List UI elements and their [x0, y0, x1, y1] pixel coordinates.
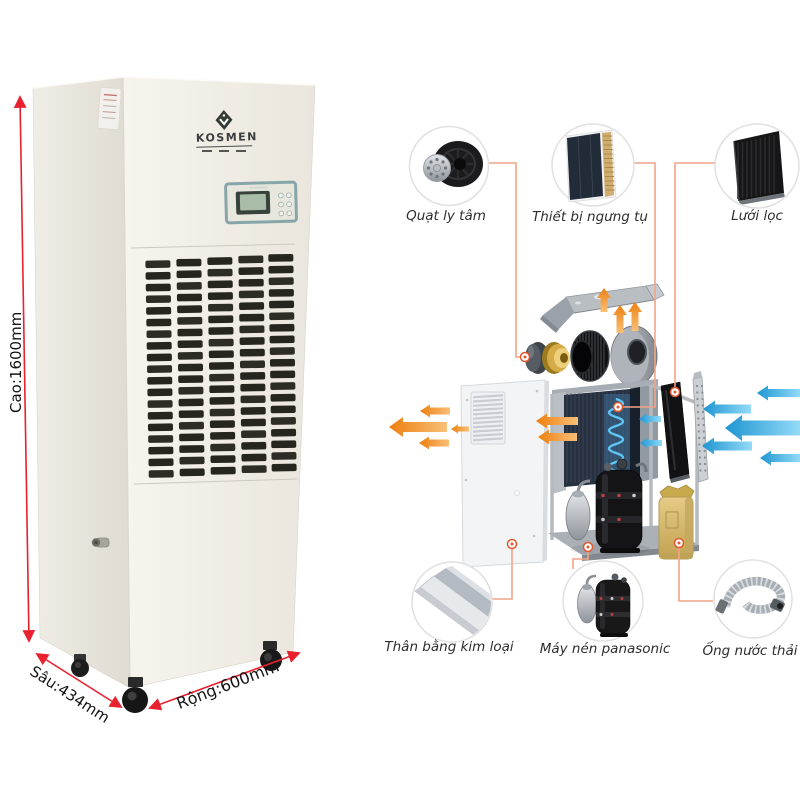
component-thumbnails-bottom [411, 559, 793, 643]
perforated-strip [692, 371, 709, 483]
airflow-arrows [389, 288, 800, 466]
brand-logo-icon [215, 110, 233, 130]
airflow-arrow [640, 437, 662, 449]
dimension-annotations [13, 95, 301, 711]
side-sticker [97, 87, 122, 130]
compressor-assembly [565, 458, 650, 555]
panel-button [286, 201, 292, 208]
callout-markers [506, 351, 685, 553]
control-panel [224, 180, 298, 225]
airflow-arrow [389, 417, 447, 437]
airflow-arrow [451, 424, 469, 434]
airflow-arrow [597, 288, 611, 312]
airflow-arrow [702, 437, 752, 455]
brand-logo-underline [202, 150, 246, 152]
component-label-drain-hose: Ống nước thải [702, 643, 798, 659]
exploded-diagram [389, 123, 800, 643]
drain-hose-icon [715, 577, 786, 614]
airflow-arrow [639, 413, 661, 425]
compressor-icon [577, 573, 631, 637]
brand-logo-text: KOSMEN [195, 130, 258, 148]
panel-button [278, 201, 284, 208]
component-label-fan: Quạt ly tâm [406, 208, 486, 224]
airflow-arrow [419, 436, 449, 450]
airflow-arrow [725, 415, 800, 441]
airflow-arrow [538, 429, 577, 445]
drain-spigot [91, 537, 110, 548]
width-dimension-arrow [148, 650, 301, 711]
airflow-arrow [703, 400, 751, 418]
component-label-condenser: Thiết bị ngưng tụ [531, 209, 648, 225]
airflow-arrow [420, 404, 450, 418]
airflow-arrow [757, 385, 800, 401]
component-label-metal-body: Thân bằng kim loại [384, 639, 514, 655]
airflow-arrow [628, 302, 642, 331]
panel-seam-lower [133, 478, 298, 485]
vent-grille [145, 253, 297, 478]
airflow-arrow [760, 450, 800, 466]
fan-housing [610, 325, 658, 387]
cabinet-top-edge [32, 76, 316, 89]
water-pump-tank [658, 484, 695, 560]
cabinet-side-panel [32, 76, 131, 689]
airflow-arrow [613, 305, 627, 333]
height-dimension-arrow [13, 95, 36, 643]
centrifugal-fan-icon [423, 141, 483, 187]
dehumidifier-unit [32, 76, 316, 713]
panel-button [278, 210, 285, 217]
component-label-filter: Lưới lọc [731, 208, 783, 224]
metal-profile-icon [414, 566, 491, 637]
height-dimension-label: Cao:1600mm [7, 311, 25, 413]
panel-button [278, 192, 284, 199]
cabinet-edge [122, 76, 131, 689]
depth-dimension-arrow [35, 652, 123, 709]
airflow-arrow [536, 413, 578, 429]
component-label-compressor: Máy nén panasonic [539, 641, 671, 657]
condenser-coil-icon [565, 129, 617, 203]
callout-connectors [488, 162, 715, 602]
fan-motor [525, 342, 570, 374]
fan-cage-wheel [570, 330, 610, 382]
panel-seam-upper [130, 243, 296, 249]
panel-button [286, 210, 293, 217]
filter-mesh-icon [733, 131, 785, 205]
component-thumbnails-top [408, 123, 800, 209]
filter-panel [660, 381, 690, 483]
panel-button [286, 192, 292, 199]
metal-body-panel [460, 379, 549, 568]
